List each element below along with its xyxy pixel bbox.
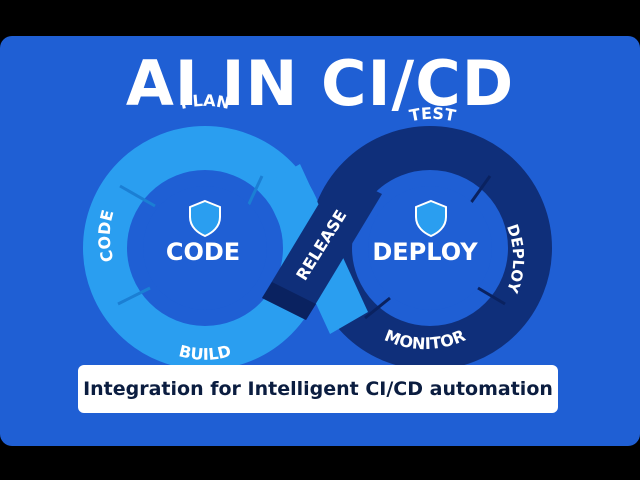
stage-label-build: BUILD bbox=[177, 341, 233, 364]
right-loop-center bbox=[368, 186, 492, 310]
stage-label-plan: PLAN bbox=[178, 91, 231, 113]
poster-panel: AI IN CI/CD bbox=[0, 36, 640, 446]
left-loop-divider bbox=[246, 175, 264, 207]
crossing-band-front bbox=[262, 172, 382, 320]
subtitle: Integration for Intelligent CI/CD automa… bbox=[83, 378, 553, 400]
right-loop-divider bbox=[364, 296, 391, 320]
page-title: AI IN CI/CD bbox=[125, 47, 515, 120]
left-center-label: CODE bbox=[166, 238, 240, 266]
right-loop-divider bbox=[477, 286, 506, 306]
left-loop-divider bbox=[119, 184, 156, 208]
crossing-band-edge bbox=[262, 282, 316, 320]
shield-icon bbox=[189, 199, 221, 238]
left-loop-divider bbox=[117, 286, 151, 306]
right-center-label: DEPLOY bbox=[372, 238, 478, 266]
subtitle-box: Integration for Intelligent CI/CD automa… bbox=[78, 365, 558, 413]
left-loop-center bbox=[143, 186, 267, 310]
right-loop-divider bbox=[468, 175, 492, 205]
shield-icon bbox=[415, 199, 447, 238]
infinity-diagram: CODE DEPLOY PLAN CODE BUILD TEST DEPLOY … bbox=[83, 91, 552, 370]
stage-label-test: TEST bbox=[408, 104, 457, 126]
